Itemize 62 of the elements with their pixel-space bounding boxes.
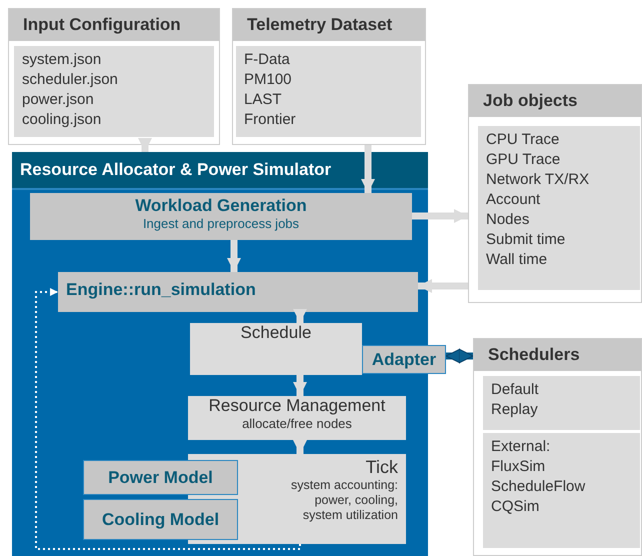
arrow (293, 309, 307, 323)
list-box (478, 126, 640, 290)
box-title: Power Model (108, 468, 213, 488)
box-title: Engine::run_simulation (66, 280, 256, 299)
list-item: CPU Trace (486, 130, 560, 150)
arrow (412, 209, 468, 223)
list-item: Frontier (244, 110, 297, 130)
list-item: LAST (244, 90, 283, 110)
list-item: Account (486, 190, 542, 210)
list-item: CQSim (491, 497, 540, 517)
arrow (446, 348, 474, 364)
box-subtitle: Ingest and preprocess jobs (142, 216, 300, 231)
job-objects-panel (468, 84, 642, 303)
box-title: Adapter (372, 350, 436, 370)
box-subtitle: allocate/free nodes (241, 416, 353, 431)
process-box (30, 193, 412, 240)
adapter-box (362, 345, 446, 374)
list-item: GPU Trace (486, 150, 562, 170)
box-title: Resource Management (208, 396, 386, 416)
input-panel (8, 8, 220, 145)
list-item: F-Data (244, 50, 291, 70)
list-item: Nodes (486, 210, 530, 230)
process-box (190, 323, 362, 375)
panel-heading: Job objects (469, 85, 641, 117)
list-item: External: (491, 437, 552, 457)
loop-arrow (35, 288, 301, 550)
process-box (58, 272, 418, 312)
arrow (138, 138, 152, 152)
list-item: Replay (491, 400, 539, 420)
arrow (361, 145, 375, 193)
list-item: system.json (22, 50, 102, 70)
arrow (293, 440, 307, 454)
arrow (418, 279, 468, 293)
model-box (83, 460, 238, 495)
box-subtitle: system accounting: power, cooling, system utilization (290, 478, 398, 523)
panel-heading: Schedulers (474, 339, 641, 371)
list-item: Submit time (486, 230, 566, 250)
arrow (293, 375, 307, 396)
panel-heading: Input Configuration (9, 9, 219, 41)
list-item: FluxSim (491, 457, 546, 477)
dataset-panel (232, 8, 426, 145)
list-item: Default (491, 380, 540, 400)
list-item: cooling.json (22, 110, 102, 130)
schedulers-panel (473, 338, 642, 556)
list-box (483, 433, 640, 548)
list-item: ScheduleFlow (491, 477, 586, 497)
list-box (236, 46, 421, 137)
list-item: PM100 (244, 70, 293, 90)
list-item: scheduler.json (22, 70, 119, 90)
box-title: Cooling Model (102, 510, 220, 530)
process-box (188, 396, 406, 440)
list-item: power.json (22, 90, 95, 110)
list-box (14, 46, 214, 137)
model-box (83, 499, 238, 540)
list-box (483, 376, 640, 430)
container-heading: Resource Allocator & Power Simulator (12, 152, 428, 190)
box-title: Schedule (240, 323, 312, 343)
list-item: Network TX/RX (486, 170, 590, 190)
arrow (227, 240, 241, 272)
box-title: Workload Generation (134, 195, 308, 216)
panel-heading: Telemetry Dataset (233, 9, 425, 41)
list-item: Wall time (486, 250, 548, 270)
